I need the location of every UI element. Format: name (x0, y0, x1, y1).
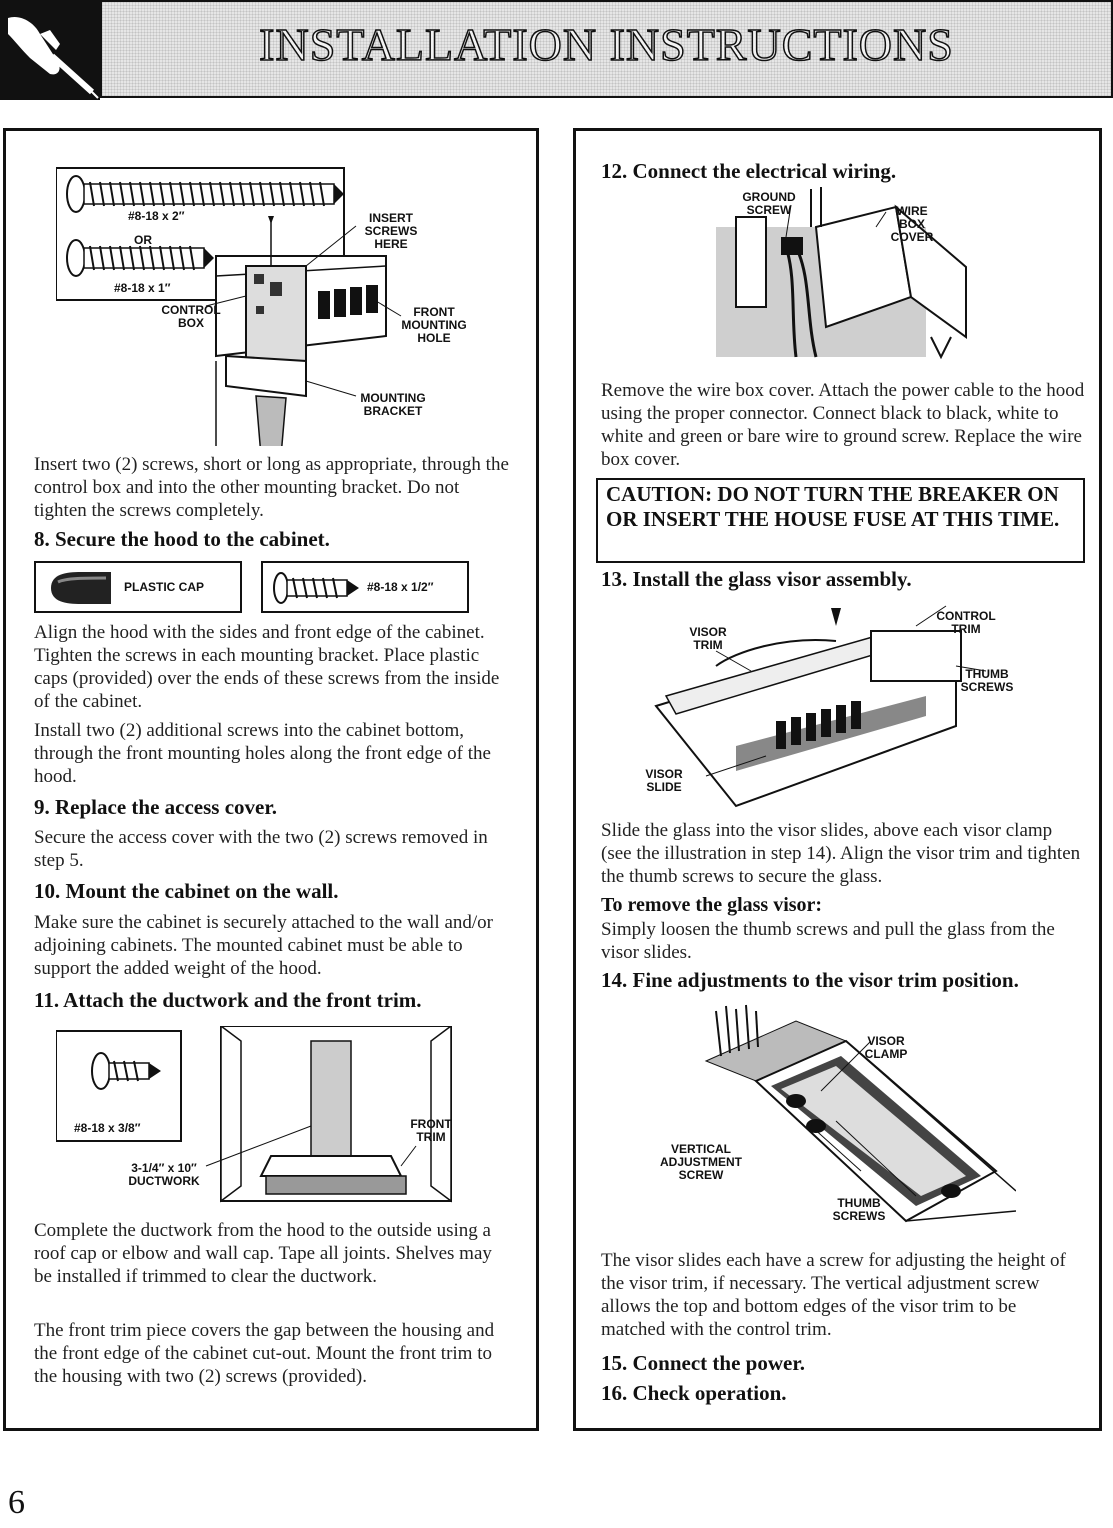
plastic-cap-icon (51, 572, 111, 604)
plastic-cap-box: PLASTIC CAP (34, 561, 242, 613)
short-screw-icon (273, 572, 359, 604)
page-number: 6 (8, 1484, 25, 1521)
visor-trim-label: VISOR TRIM (689, 625, 727, 652)
front-trim-label: FRONT TRIM (410, 1117, 452, 1144)
paragraph-remove-visor: Simply loosen the thumb screws and pull … (601, 919, 1055, 963)
glass-visor-figure: VISOR TRIM CONTROL TRIM THUMB SCREWS VIS… (626, 596, 1026, 821)
page-title: INSTALLATION INSTRUCTIONS (258, 18, 954, 71)
paragraph-slide-glass: Slide the glass into the visor slides, a… (601, 820, 1081, 887)
hand-with-screwdriver-icon (0, 0, 100, 100)
step-12-heading: 12. Connect the electrical wiring. (601, 159, 897, 183)
page-header: INSTALLATION INSTRUCTIONS (0, 0, 1113, 100)
caution-box: CAUTION: DO NOT TURN THE BREAKER ON OR I… (596, 478, 1085, 563)
step-13-heading: 13. Install the glass visor assembly. (601, 567, 912, 591)
paragraph-visor-adjust: The visor slides each have a screw for a… (601, 1250, 1066, 1340)
visor-clamp-figure: VISOR CLAMP VERTICAL ADJUSTMENT SCREW TH… (646, 1001, 1016, 1226)
step-16-heading: 16. Check operation. (601, 1381, 787, 1405)
step-8-heading: 8. Secure the hood to the cabinet. (34, 527, 330, 551)
ground-screw-label: GROUND SCREW (742, 190, 796, 217)
mounting-screws-figure: #8-18 x 2″ OR #8-18 x 1″ INSERT SCREWS H… (56, 156, 496, 446)
paragraph-align-hood: Align the hood with the sides and front … (34, 622, 500, 712)
step-10-heading: 10. Mount the cabinet on the wall. (34, 879, 339, 903)
ductwork-label: 3-1/4″ x 10″ DUCTWORK (128, 1161, 200, 1188)
screw-short-label: #8-18 x 1″ (114, 281, 171, 295)
paragraph-front-trim: The front trim piece covers the gap betw… (34, 1320, 495, 1387)
step-11-heading: 11. Attach the ductwork and the front tr… (34, 988, 422, 1012)
mounting-bracket-label: MOUNTING BRACKET (360, 391, 426, 418)
thumb-screws-label: THUMB SCREWS (960, 667, 1014, 694)
vertical-adjustment-screw-label: VERTICAL ADJUSTMENT SCREW (659, 1142, 742, 1182)
paragraph-wire-box: Remove the wire box cover. Attach the po… (601, 380, 1085, 470)
header-band (100, 0, 1113, 98)
control-trim-label: CONTROL TRIM (936, 609, 996, 636)
paragraph-insert-screws: Insert two (2) screws, short or long as … (34, 454, 509, 521)
short-screw-label: #8-18 x 1/2″ (367, 580, 434, 594)
visor-slide-label: VISOR SLIDE (645, 767, 683, 794)
short-screw-box: #8-18 x 1/2″ (261, 561, 469, 613)
step-14-heading: 14. Fine adjustments to the visor trim p… (601, 968, 1019, 992)
paragraph-access-cover: Secure the access cover with the two (2)… (34, 827, 488, 871)
paragraph-additional-screws: Install two (2) additional screws into t… (34, 720, 491, 787)
front-mounting-hole-label: FRONT MOUNTING HOLE (401, 305, 467, 345)
step-9-heading: 9. Replace the access cover. (34, 795, 277, 819)
remove-visor-heading: To remove the glass visor: (601, 894, 823, 916)
paragraph-complete-ductwork: Complete the ductwork from the hood to t… (34, 1220, 492, 1287)
thumb-screws-clamp-label: THUMB SCREWS (832, 1196, 886, 1223)
step-15-heading: 15. Connect the power. (601, 1351, 805, 1375)
ductwork-figure: #8-18 x 3/8″ 3-1/4″ x 10″ DUCTWORK FRONT… (56, 1026, 466, 1206)
insert-screws-label: INSERT SCREWS HERE (364, 211, 418, 251)
plastic-cap-label: PLASTIC CAP (124, 580, 205, 594)
visor-clamp-label: VISOR CLAMP (864, 1034, 908, 1061)
control-box-label: CONTROL BOX (161, 303, 221, 330)
right-column: 12. Connect the electrical wiring. GROUN… (573, 128, 1102, 1431)
left-column: #8-18 x 2″ OR #8-18 x 1″ INSERT SCREWS H… (3, 128, 539, 1431)
paragraph-mount-cabinet: Make sure the cabinet is securely attach… (34, 912, 493, 979)
screw-long-label: #8-18 x 2″ (128, 209, 185, 223)
screw-3-8-label: #8-18 x 3/8″ (74, 1121, 141, 1135)
electrical-wiring-figure: GROUND SCREW WIRE BOX COVER (696, 187, 1006, 372)
wire-box-cover-label: WIRE BOX COVER (890, 204, 934, 244)
or-label: OR (134, 233, 152, 247)
